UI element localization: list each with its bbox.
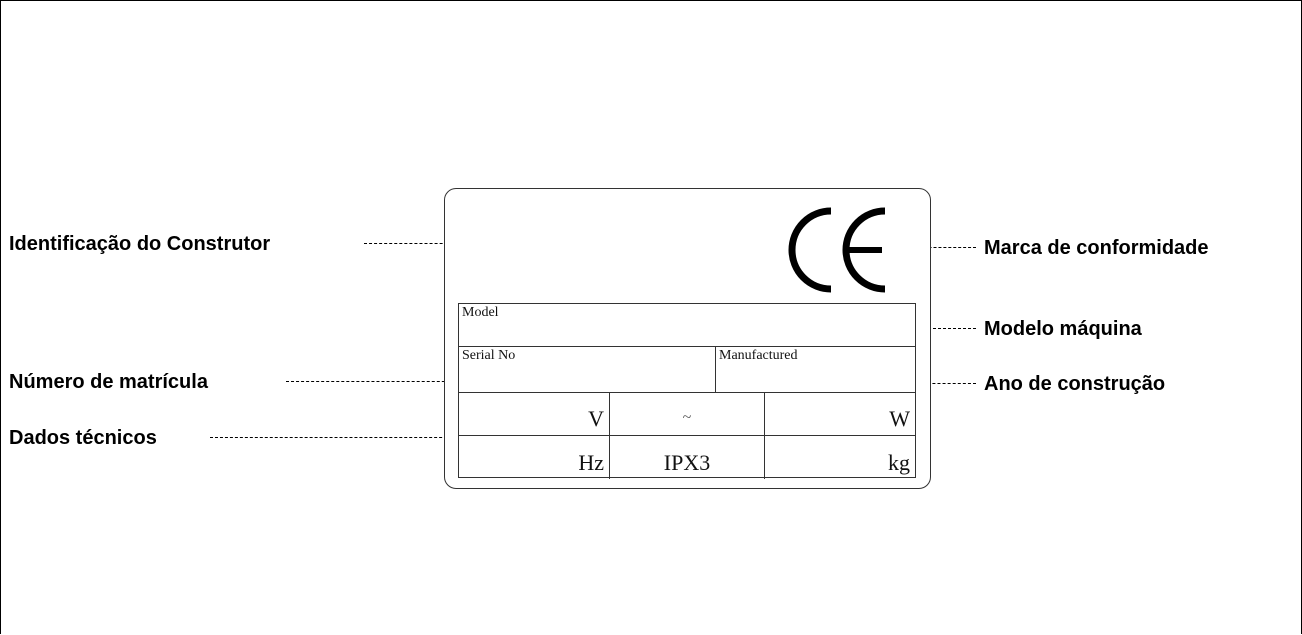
power-unit: W (889, 406, 910, 431)
callout-machine-model: Modelo máquina (984, 318, 1142, 340)
serial-label: Serial No (462, 348, 516, 363)
callout-conformity-mark: Marca de conformidade (984, 237, 1209, 259)
weight-unit: kg (888, 450, 910, 475)
spec-cell-weight: kg (765, 436, 915, 479)
spec-cell-frequency: Hz (459, 436, 610, 479)
frequency-unit: Hz (578, 450, 604, 475)
spec-cell-power: W (765, 393, 915, 435)
callout-technical-data: Dados técnicos (9, 427, 157, 449)
machine-nameplate: Model Serial No Manufactured V ~ W Hz (444, 188, 931, 489)
leader-line-manufacturer (364, 243, 488, 244)
callout-serial-number: Número de matrícula (9, 371, 208, 393)
model-row: Model (459, 304, 915, 347)
spec-cell-current-type: ~ (610, 393, 765, 435)
leader-line-serial (286, 381, 480, 382)
spec-cell-voltage: V (459, 393, 610, 435)
manufactured-cell: Manufactured (716, 347, 915, 392)
leader-line-conformity (894, 247, 976, 248)
callout-manufacturer-identification: Identificação do Construtor (9, 233, 271, 255)
voltage-unit: V (588, 406, 604, 431)
spec-row-1: V ~ W (459, 393, 915, 436)
alternating-current-symbol: ~ (682, 409, 692, 426)
model-label: Model (462, 305, 499, 320)
serial-row: Serial No Manufactured (459, 347, 915, 393)
callout-construction-year: Ano de construção (984, 373, 1166, 395)
protection-rating: IPX3 (663, 450, 711, 475)
ce-mark-icon (788, 207, 886, 293)
nameplate-fields: Model Serial No Manufactured V ~ W Hz (458, 303, 916, 479)
spec-cell-protection: IPX3 (610, 436, 765, 479)
spec-row-2: Hz IPX3 kg (459, 436, 915, 479)
serial-cell: Serial No (459, 347, 716, 392)
manufactured-label: Manufactured (719, 348, 798, 363)
leader-line-technical (210, 437, 472, 438)
